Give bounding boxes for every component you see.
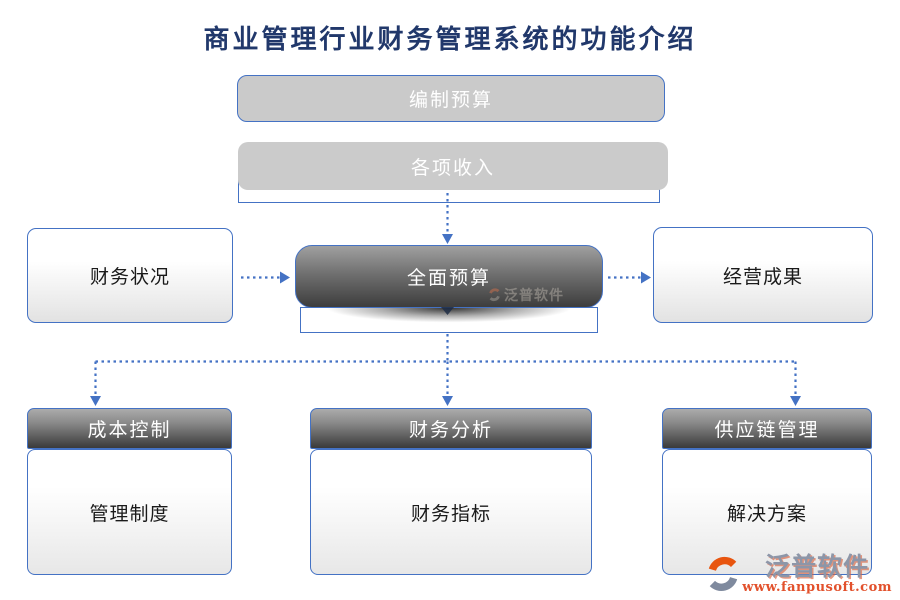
arrowhead-down-icon bbox=[90, 396, 101, 406]
arrowhead-right-icon bbox=[641, 271, 651, 284]
watermark-brand-text: 泛普软件 bbox=[504, 288, 564, 304]
fanpu-logo: 泛普软件 www.fanpusoft.com bbox=[706, 554, 892, 596]
logo-brand-text: 泛普软件 bbox=[765, 552, 870, 581]
arrowhead-down-icon bbox=[442, 234, 453, 244]
bottom-column-cost-control: 成本控制 管理制度 bbox=[27, 408, 232, 575]
logo-url-text: www.fanpusoft.com bbox=[742, 580, 892, 595]
column-body: 管理制度 bbox=[27, 449, 232, 575]
node-financial-status: 财务状况 bbox=[27, 228, 233, 323]
node-income-items: 各项收入 bbox=[238, 142, 668, 190]
fanpu-logo-icon bbox=[489, 287, 500, 301]
column-header: 财务分析 bbox=[310, 408, 592, 449]
column-header: 供应链管理 bbox=[662, 408, 872, 449]
arrowhead-down-icon bbox=[790, 396, 801, 406]
bottom-column-supply-chain: 供应链管理 解决方案 bbox=[662, 408, 872, 575]
center-watermark: 泛普软件 bbox=[488, 285, 564, 305]
fanpu-logo-icon bbox=[709, 556, 738, 591]
arrowhead-down-icon bbox=[442, 396, 453, 406]
overall-budget-shadow-box bbox=[300, 307, 598, 333]
column-body: 解决方案 bbox=[662, 449, 872, 575]
node-operating-results: 经营成果 bbox=[653, 227, 873, 323]
bottom-column-financial-analysis: 财务分析 财务指标 bbox=[310, 408, 592, 575]
page-title: 商业管理行业财务管理系统的功能介绍 bbox=[203, 25, 697, 55]
logo-texts: 泛普软件 www.fanpusoft.com bbox=[742, 554, 892, 594]
node-budget-prepare: 编制预算 bbox=[237, 75, 665, 122]
column-header: 成本控制 bbox=[27, 408, 232, 449]
column-body: 财务指标 bbox=[310, 449, 592, 575]
arrowhead-right-icon bbox=[280, 271, 290, 284]
